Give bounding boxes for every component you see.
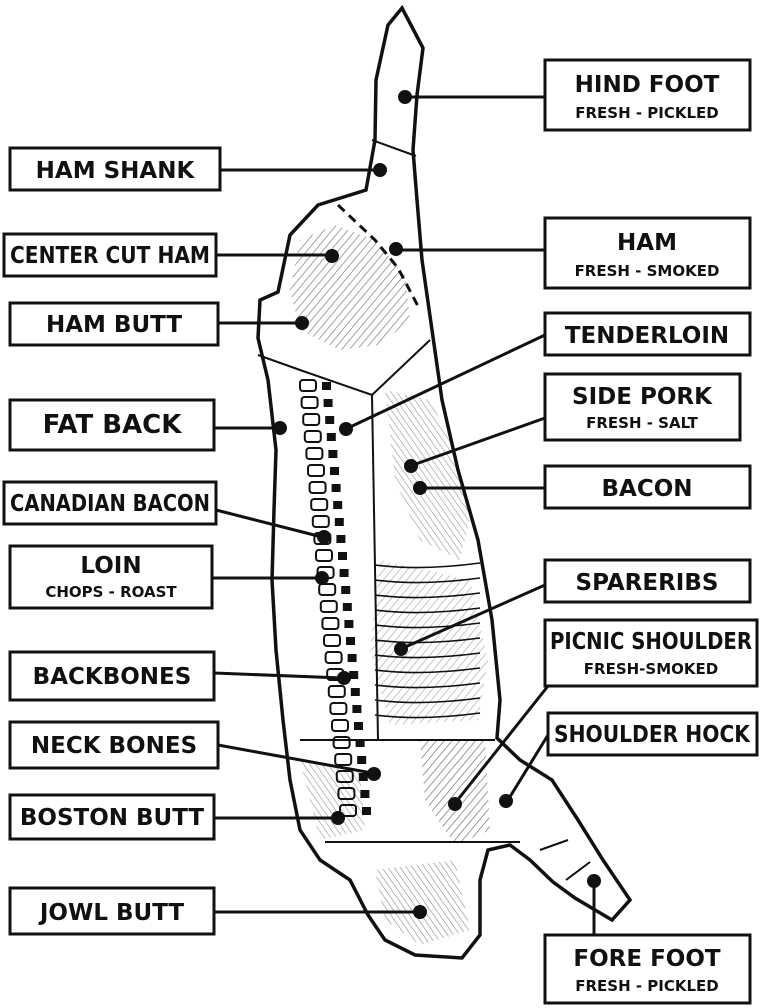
marker-dot	[398, 90, 412, 104]
vertebra-process	[341, 586, 350, 594]
label-main: CANADIAN BACON	[10, 491, 210, 517]
vertebra-process	[336, 535, 345, 543]
marker-dot	[325, 249, 339, 263]
vertebra-process	[343, 603, 352, 611]
marker-dot	[404, 459, 418, 473]
label-main: HIND FOOT	[575, 72, 720, 98]
label-main: HAM SHANK	[36, 158, 196, 184]
marker-dot	[331, 811, 345, 825]
label-main: NECK BONES	[31, 733, 197, 759]
vertebra-process	[346, 637, 355, 645]
label-sub: FRESH - SALT	[586, 414, 699, 432]
label-sub: CHOPS - ROAST	[45, 583, 177, 601]
vertebra-process	[359, 773, 368, 781]
vertebra-process	[340, 569, 349, 577]
vertebra-process	[325, 416, 334, 424]
vertebra-process	[362, 807, 371, 815]
vertebra-process	[332, 484, 341, 492]
vertebra-process	[338, 552, 347, 560]
vertebra-process	[351, 688, 360, 696]
vertebra-process	[322, 382, 331, 390]
vertebra-process	[357, 756, 366, 764]
label-main: FORE FOOT	[573, 946, 721, 972]
marker-dot	[317, 530, 331, 544]
marker-dot	[337, 671, 351, 685]
label-main: BACKBONES	[33, 664, 192, 690]
label-hind-foot: HIND FOOT FRESH - PICKLED	[398, 60, 750, 130]
marker-dot	[295, 316, 309, 330]
label-main: TENDERLOIN	[565, 323, 729, 349]
vertebra-process	[360, 790, 369, 798]
label-ham-shank: HAM SHANK	[10, 148, 387, 190]
marker-dot	[413, 481, 427, 495]
marker-dot	[448, 797, 462, 811]
vertebra-process	[354, 722, 363, 730]
label-main: BOSTON BUTT	[20, 805, 205, 831]
marker-dot	[587, 874, 601, 888]
label-main: PICNIC SHOULDER	[550, 629, 752, 655]
marker-dot	[413, 905, 427, 919]
label-main: HAM	[617, 230, 677, 256]
marker-dot	[273, 421, 287, 435]
vertebra-process	[333, 501, 342, 509]
vertebra-process	[352, 705, 361, 713]
label-main: CENTER CUT HAM	[10, 243, 210, 269]
marker-dot	[373, 163, 387, 177]
marker-dot	[394, 642, 408, 656]
label-sub: FRESH - PICKLED	[575, 977, 719, 995]
label-fat-back: FAT BACK	[10, 400, 287, 450]
label-sub: FRESH-SMOKED	[584, 660, 718, 678]
vertebra-process	[324, 399, 333, 407]
label-ham: HAM FRESH - SMOKED	[389, 218, 750, 288]
label-main: JOWL BUTT	[38, 900, 185, 926]
vertebra-process	[328, 450, 337, 458]
marker-dot	[315, 571, 329, 585]
label-main: SHOULDER HOCK	[554, 722, 751, 748]
vertebra-process	[344, 620, 353, 628]
label-main: FAT BACK	[43, 410, 183, 440]
vertebra-process	[330, 467, 339, 475]
marker-dot	[367, 767, 381, 781]
label-sub: FRESH - PICKLED	[575, 104, 719, 122]
marker-dot	[499, 794, 513, 808]
vertebra-process	[335, 518, 344, 526]
label-main: SPARERIBS	[576, 570, 719, 596]
marker-dot	[389, 242, 403, 256]
vertebra-process	[348, 654, 357, 662]
label-main: SIDE PORK	[572, 384, 713, 410]
vertebra-process	[356, 739, 365, 747]
marker-dot	[339, 422, 353, 436]
label-main: HAM BUTT	[46, 312, 182, 338]
label-main: LOIN	[80, 553, 141, 579]
label-sub: FRESH - SMOKED	[575, 262, 720, 280]
vertebra-process	[327, 433, 336, 441]
label-main: BACON	[601, 476, 692, 502]
